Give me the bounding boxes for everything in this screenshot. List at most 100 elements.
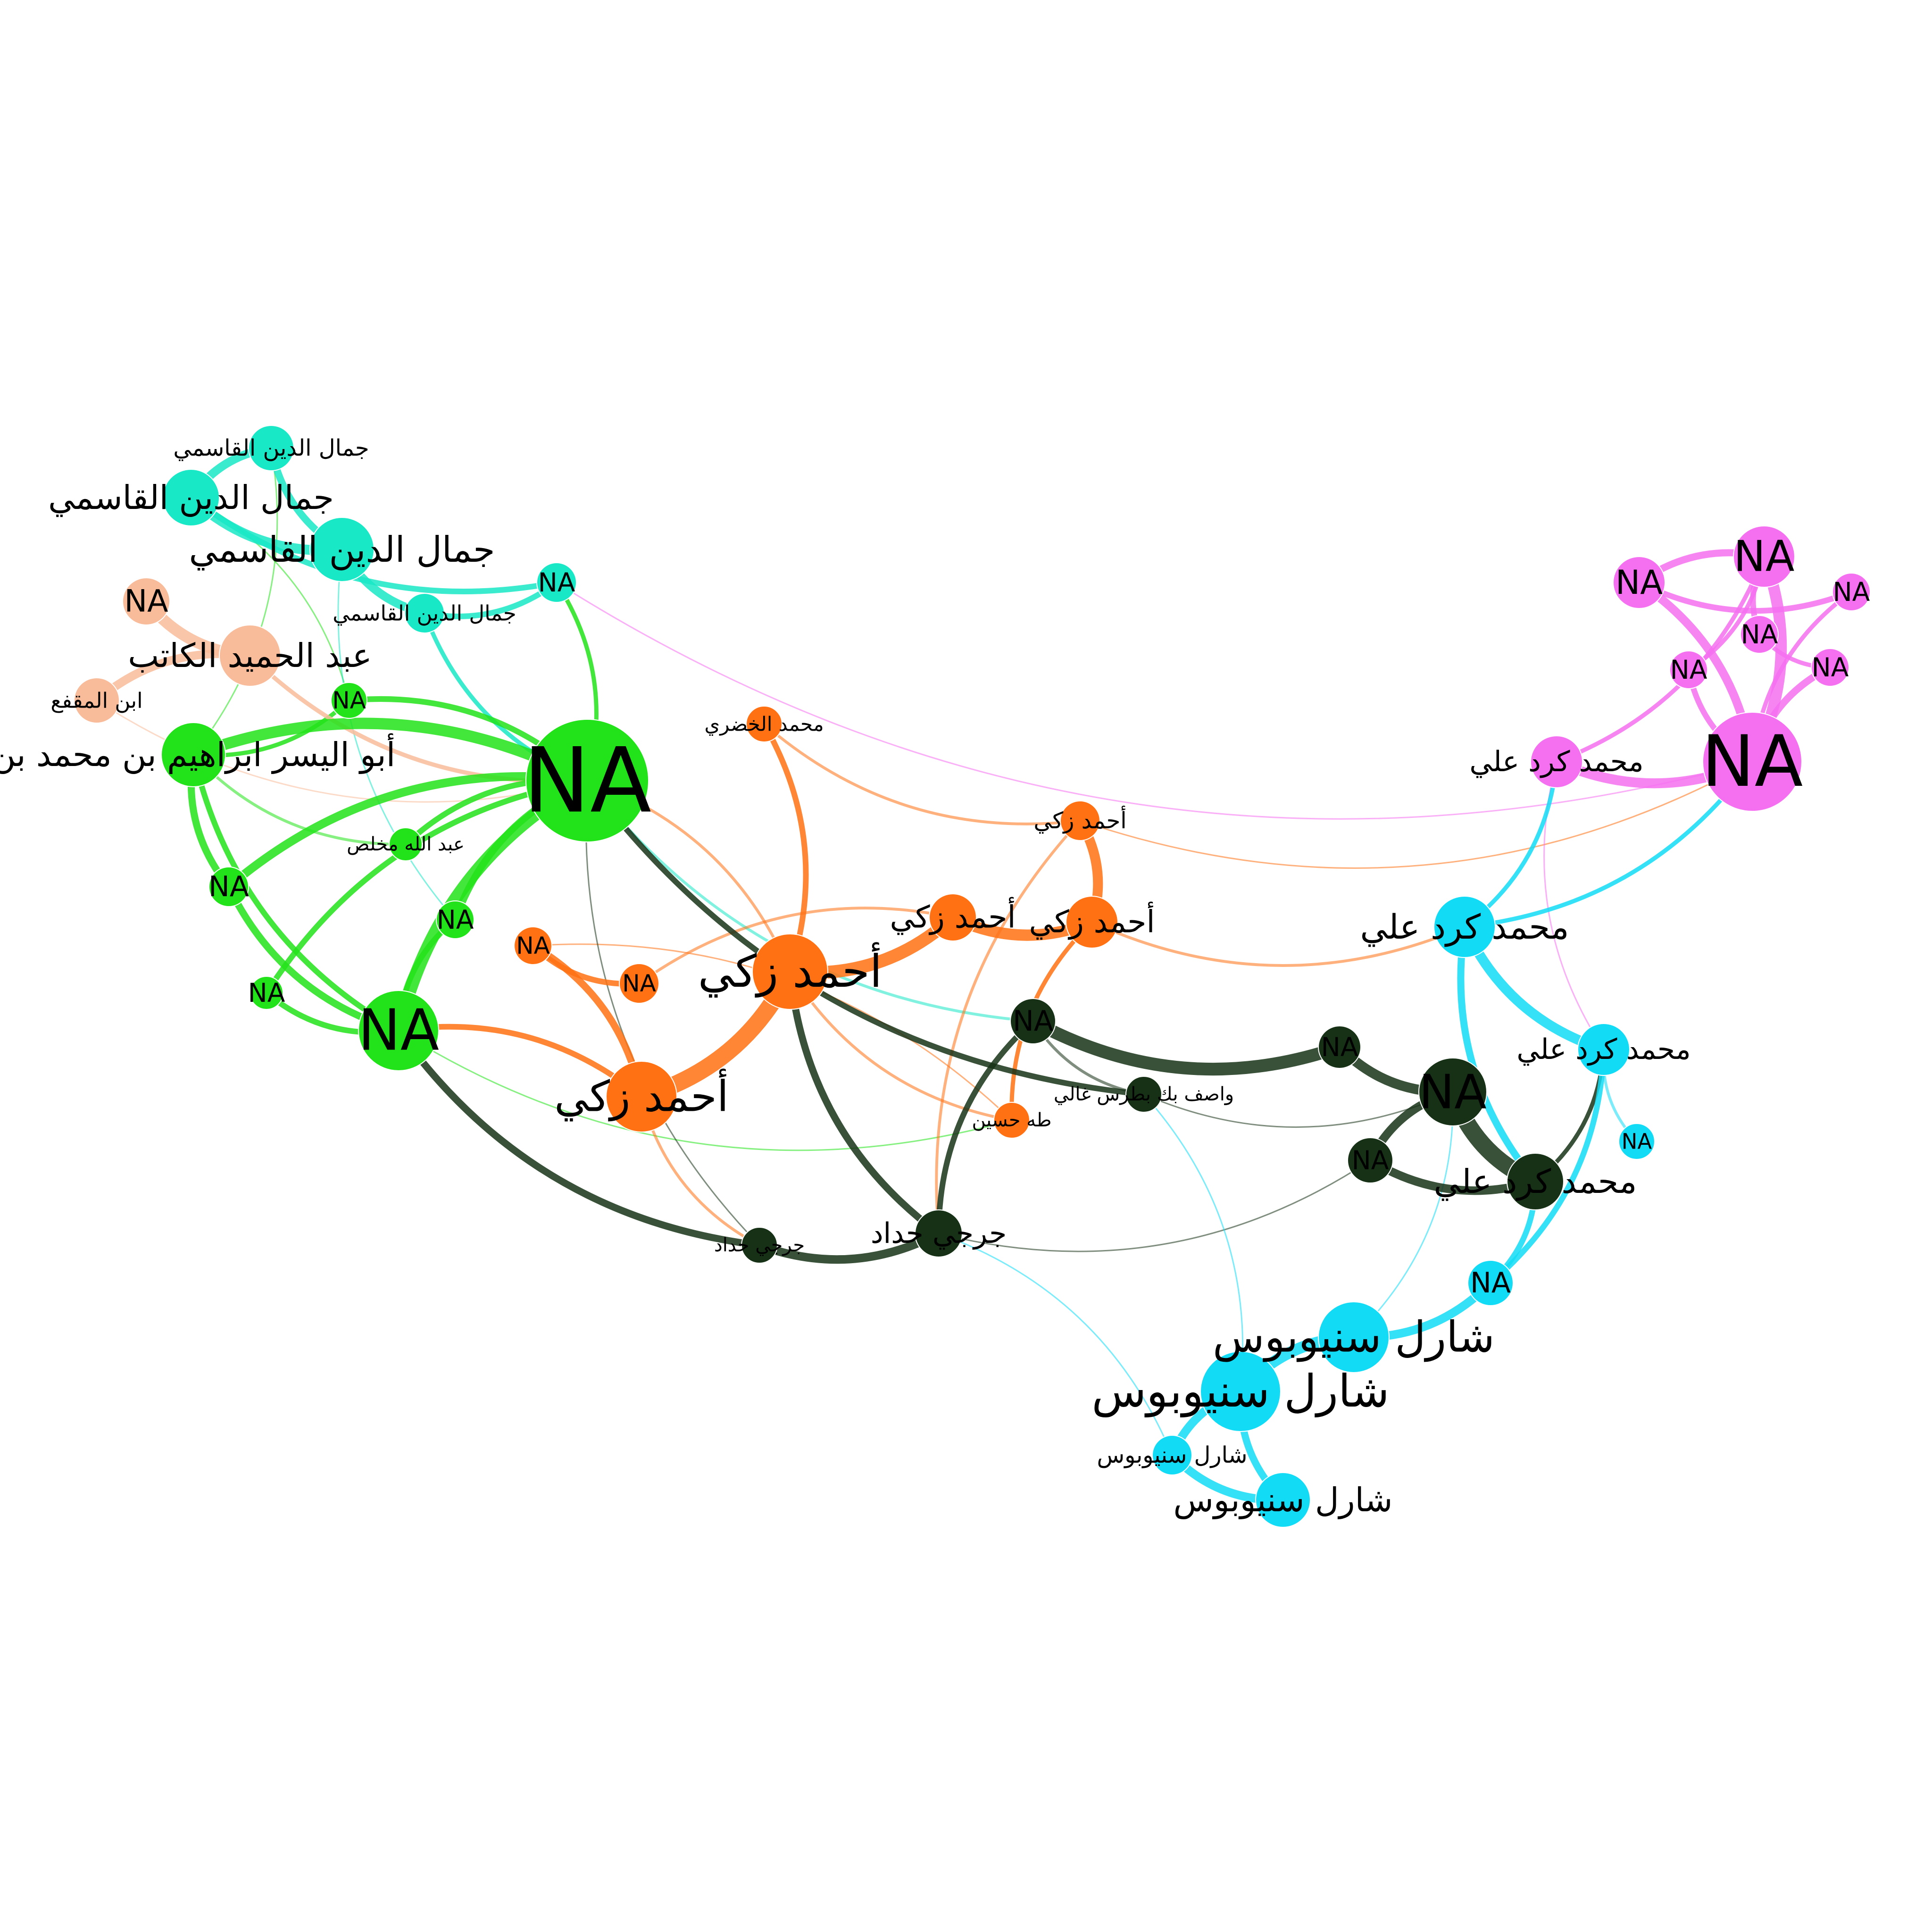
graph-edge <box>585 780 760 1246</box>
graph-node[interactable] <box>915 1209 963 1257</box>
node-label: NA <box>523 729 651 833</box>
node-label: NA <box>1470 1266 1511 1299</box>
graph-node[interactable] <box>1200 1351 1281 1432</box>
graph-node[interactable] <box>1669 650 1708 689</box>
graph-node[interactable] <box>1467 1260 1514 1306</box>
graph-node[interactable] <box>514 926 552 965</box>
graph-node[interactable] <box>1613 556 1666 609</box>
node-label: عبد الله مخلص <box>347 833 465 855</box>
graph-node[interactable] <box>1811 648 1849 687</box>
graph-edge <box>1543 761 1605 1050</box>
graph-node[interactable] <box>161 722 226 787</box>
graph-node[interactable] <box>1618 1123 1655 1160</box>
graph-node[interactable] <box>1702 712 1802 812</box>
node-label: أحمد زكي <box>698 942 882 998</box>
nodes-layer <box>74 425 1871 1528</box>
node-label: جمال الدين القاسمي <box>173 435 369 461</box>
node-label: أحمد زكي <box>554 1069 729 1122</box>
graph-edge <box>1462 759 1755 929</box>
graph-node[interactable] <box>404 593 445 633</box>
graph-node[interactable] <box>1060 800 1100 841</box>
graph-edge <box>337 549 456 921</box>
graph-edge <box>191 752 401 1033</box>
graph-node[interactable] <box>248 425 294 471</box>
graph-edge <box>556 582 1753 820</box>
node-label: NA <box>538 567 575 598</box>
graph-node[interactable] <box>208 866 249 907</box>
node-label: NA <box>1833 577 1870 607</box>
graph-edge <box>1091 921 1466 967</box>
graph-node[interactable] <box>1010 998 1056 1044</box>
node-label: عبد الحميد الكاتب <box>128 636 372 675</box>
graph-node[interactable] <box>1152 1435 1192 1475</box>
graph-node[interactable] <box>929 893 977 941</box>
node-label: محمد كرد علي <box>1469 745 1643 778</box>
graph-edge <box>935 819 1082 1235</box>
graph-node[interactable] <box>1433 896 1496 958</box>
graph-node[interactable] <box>1418 1058 1487 1126</box>
graph-edge <box>938 1159 1371 1252</box>
graph-node[interactable] <box>993 1102 1030 1139</box>
node-label: جرجي حداد <box>714 1234 805 1256</box>
node-label: شارل سنيوبوس <box>1173 1481 1392 1519</box>
node-label: أبو اليسر ابراهيم بن محمد بن <box>0 733 395 774</box>
node-label: NA <box>1616 563 1663 602</box>
node-label: NA <box>1670 655 1707 685</box>
graph-node[interactable] <box>1530 735 1583 788</box>
node-label: جرجي حداد <box>871 1217 1007 1250</box>
graph-node[interactable] <box>1318 1025 1361 1069</box>
graph-node[interactable] <box>1740 615 1779 654</box>
graph-node[interactable] <box>1125 1076 1162 1113</box>
node-label: NA <box>622 970 656 997</box>
node-label: NA <box>516 932 550 959</box>
graph-edge <box>789 970 1013 1122</box>
graph-node[interactable] <box>219 625 281 687</box>
node-label: شارل سنيوبوس <box>1213 1313 1495 1362</box>
graph-node[interactable] <box>1318 1301 1390 1373</box>
node-label: NA <box>437 905 474 935</box>
graph-node[interactable] <box>162 469 220 526</box>
graph-edge <box>938 1232 1173 1456</box>
node-label: واصف بك بطرس غالي <box>1054 1083 1234 1105</box>
node-label: شارل سنيوبوس <box>1097 1442 1248 1468</box>
graph-node[interactable] <box>1347 1137 1393 1183</box>
graph-node[interactable] <box>250 976 283 1010</box>
graph-node[interactable] <box>606 1061 677 1133</box>
graph-node[interactable] <box>525 719 649 842</box>
graph-node[interactable] <box>1507 1153 1564 1210</box>
node-label: NA <box>1741 619 1778 650</box>
node-label: NA <box>1702 721 1803 803</box>
node-label: طه حسين <box>972 1109 1052 1131</box>
graph-node[interactable] <box>389 827 423 861</box>
node-label: NA <box>1812 652 1849 683</box>
node-label: أحمد زكي <box>1033 806 1126 834</box>
graph-node[interactable] <box>741 1227 778 1264</box>
graph-node[interactable] <box>331 682 367 719</box>
graph-node[interactable] <box>619 963 659 1004</box>
node-label: جمال الدين القاسمي <box>333 601 516 626</box>
graph-node[interactable] <box>1733 525 1795 588</box>
graph-node[interactable] <box>436 900 475 939</box>
graph-node[interactable] <box>74 677 120 724</box>
graph-node[interactable] <box>122 577 170 625</box>
node-label: شارل سنيوبوس <box>1091 1366 1389 1417</box>
graph-node[interactable] <box>309 517 375 582</box>
graph-node[interactable] <box>746 706 783 742</box>
node-label: NA <box>1013 1005 1053 1038</box>
node-label: محمد كرد علي <box>1360 907 1569 947</box>
node-label: NA <box>208 870 249 903</box>
graph-edge <box>1488 1047 1607 1286</box>
graph-node[interactable] <box>752 933 828 1010</box>
graph-node[interactable] <box>1066 896 1118 949</box>
graph-edge <box>638 907 954 985</box>
graph-node[interactable] <box>1577 1023 1630 1076</box>
graph-node[interactable] <box>358 990 439 1071</box>
graph-edge <box>584 778 1147 1097</box>
node-label: NA <box>332 687 366 714</box>
graph-edge <box>395 1027 763 1249</box>
graph-node[interactable] <box>1832 573 1871 611</box>
graph-node[interactable] <box>536 562 577 603</box>
labels-layer: NA أبو اليسر ابراهيم بن محمد بن NA NA NA NA NA… <box>0 435 1870 1519</box>
graph-node[interactable] <box>1255 1472 1311 1528</box>
